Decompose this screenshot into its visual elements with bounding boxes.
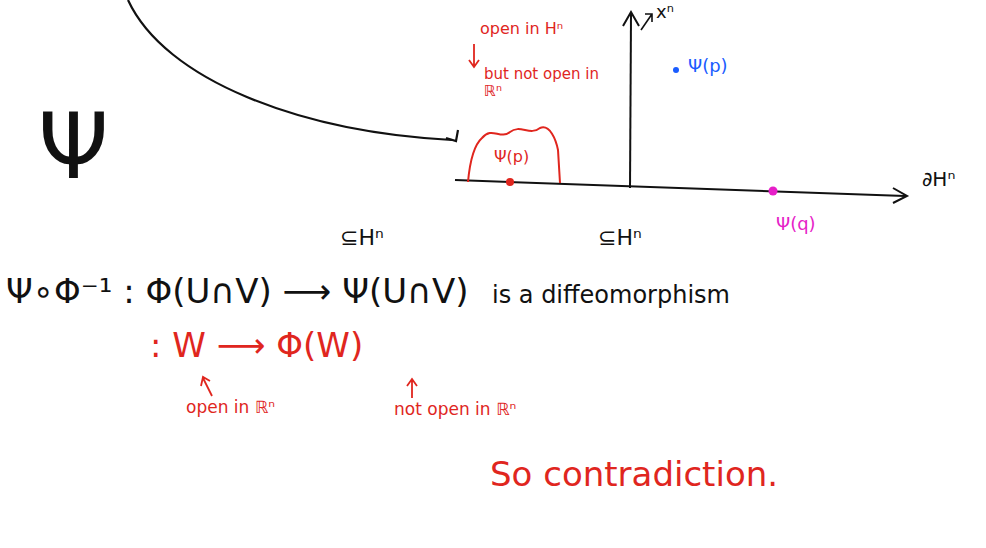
boundary-line	[455, 180, 905, 196]
open-region-outline	[468, 127, 560, 183]
point-dot	[769, 187, 778, 196]
point-dot	[506, 178, 514, 186]
boundary-arrowhead	[893, 188, 907, 203]
axis-arrowhead	[623, 12, 639, 26]
math-statement: is a diffeomorphism	[492, 282, 730, 310]
math-statement: Ψ∘Φ⁻¹ : Φ(U∩V) ⟶ Ψ(U∩V)	[6, 272, 468, 311]
axis-arrow-mark	[641, 14, 652, 30]
map-curve	[128, 0, 452, 140]
note-text: not open in ℝⁿ	[394, 400, 516, 420]
boundary-label: ∂Hⁿ	[922, 168, 955, 191]
point-label: Ψ(p)	[494, 148, 529, 166]
note-arrow	[469, 44, 479, 67]
note-arrow	[201, 377, 212, 396]
math-statement: : W ⟶ Φ(W)	[150, 326, 363, 365]
function-symbol: Ψ	[38, 95, 109, 199]
axis-line	[630, 14, 631, 188]
note-text: open in ℝⁿ	[186, 398, 275, 418]
note-text: but not open in ℝⁿ	[484, 66, 602, 99]
point-label: Ψ(q)	[776, 214, 816, 235]
subset-note: ⊆Hⁿ	[340, 225, 384, 250]
point-label: Ψ(p)	[688, 56, 728, 77]
map-hook	[446, 130, 458, 141]
axis-label: xⁿ	[656, 2, 674, 23]
conclusion-text: So contradiction.	[490, 455, 778, 494]
subset-note: ⊆Hⁿ	[598, 225, 642, 250]
note-arrow	[407, 379, 417, 398]
point-dot	[673, 67, 679, 73]
note-text: open in Hⁿ	[480, 20, 563, 38]
